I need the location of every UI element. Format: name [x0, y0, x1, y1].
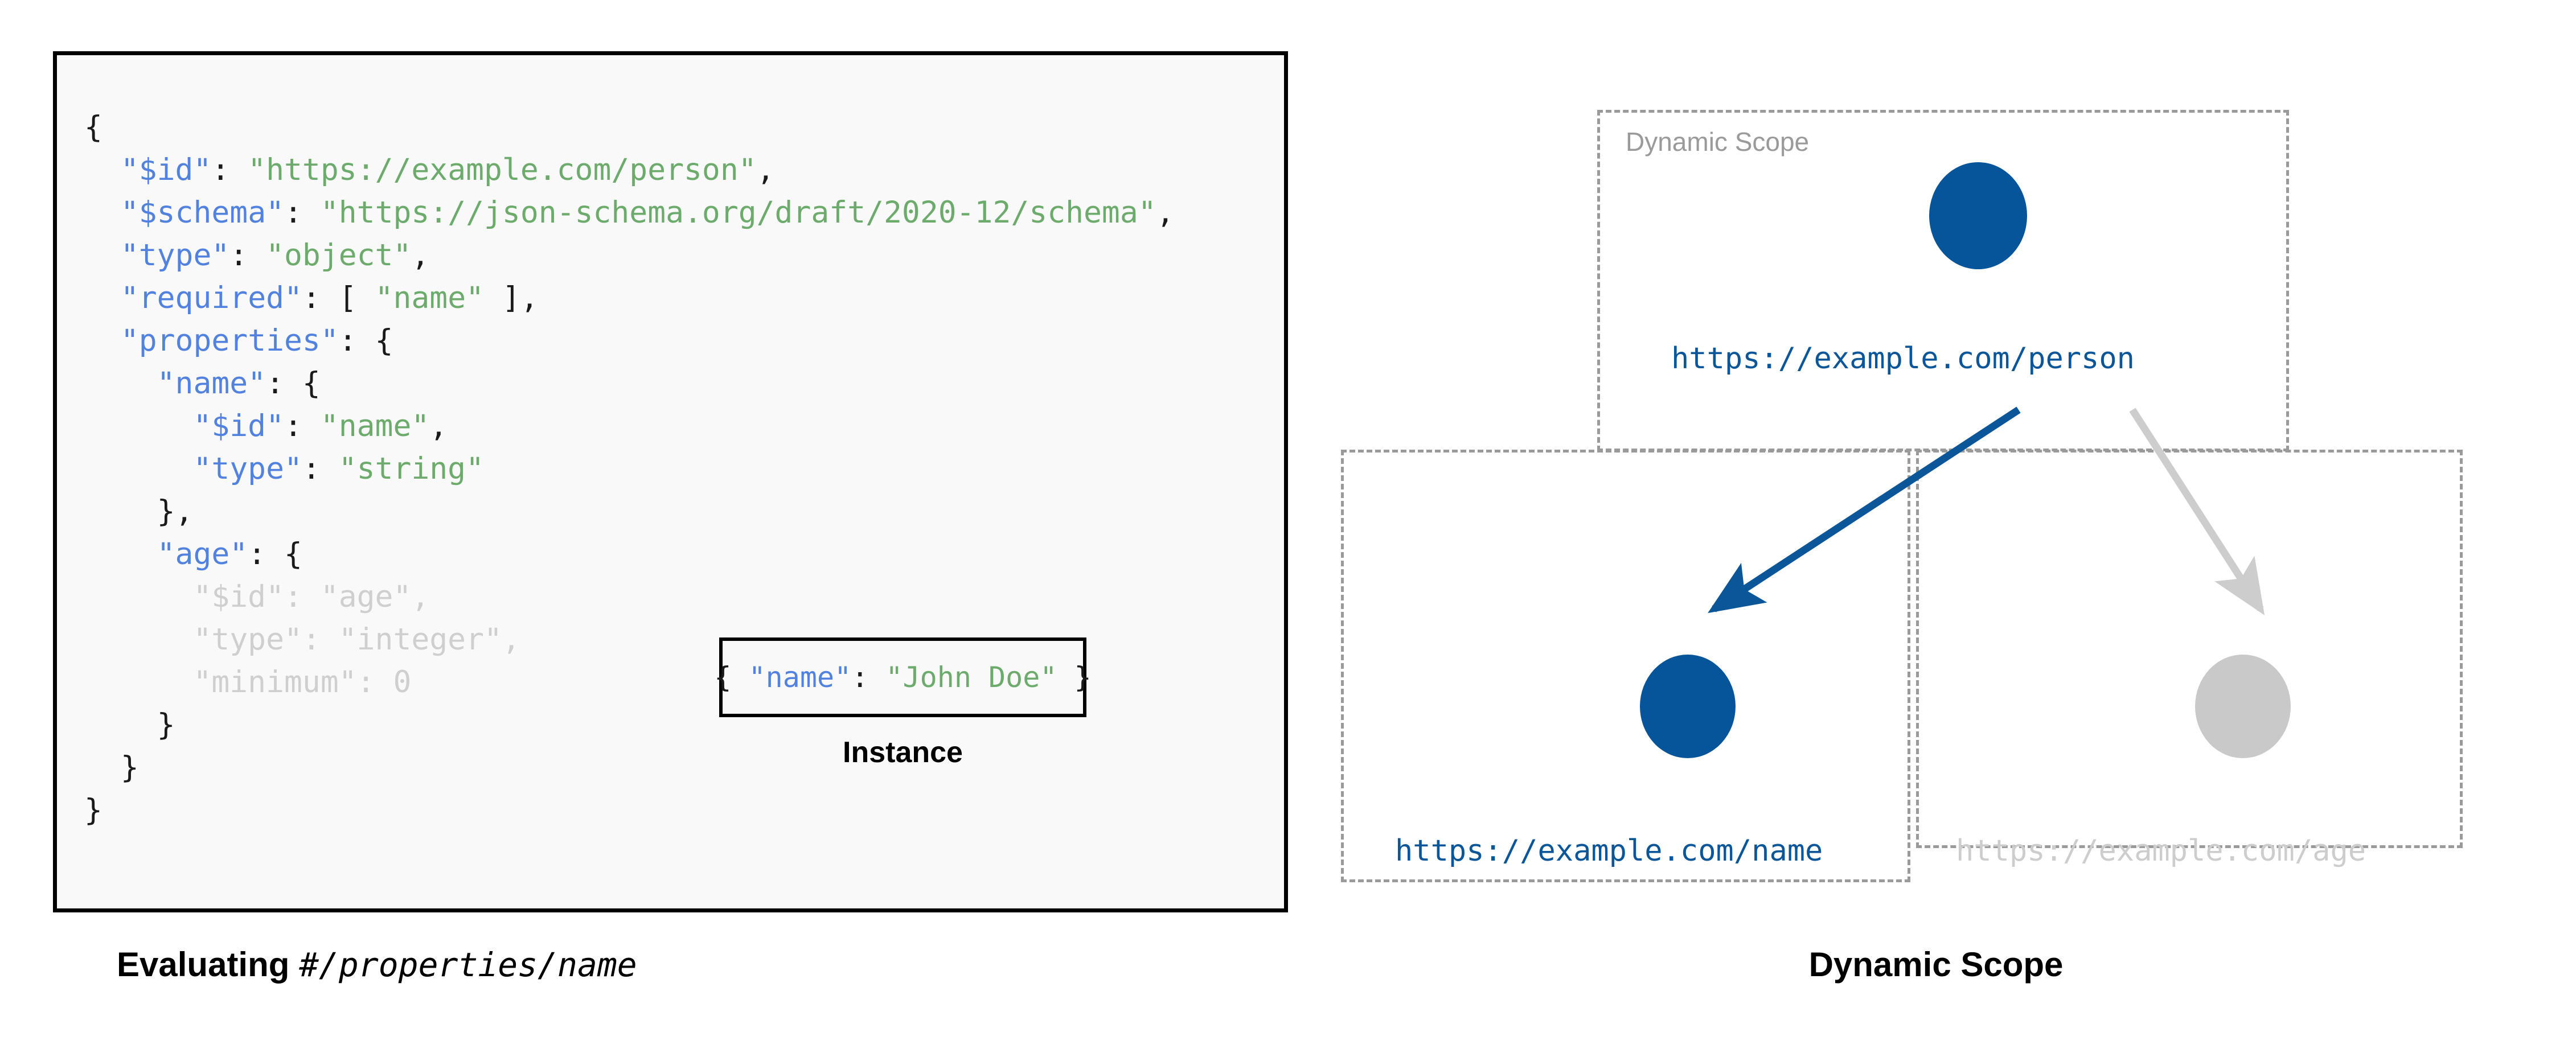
code-token: ,	[411, 238, 430, 273]
dynamic-scope-diagram: Dynamic Scope https://example.com/person…	[1338, 74, 2534, 916]
node-label-name: https://example.com/name	[1395, 834, 1823, 868]
code-token: ,	[1156, 195, 1175, 230]
code-token: : 0	[356, 665, 412, 700]
code-token: :	[229, 238, 266, 273]
node-name[interactable]	[1640, 655, 1736, 758]
code-token: "string"	[338, 451, 485, 486]
code-line: }	[84, 793, 102, 828]
instance-json-code: { "name": "John Doe" }	[714, 661, 1091, 694]
instance-caption: Instance	[843, 736, 963, 769]
code-token: :	[284, 579, 321, 614]
code-line: {	[84, 110, 102, 145]
code-line: }	[84, 750, 139, 785]
instance-token: :	[851, 661, 886, 694]
left-caption-pointer: #/properties/name	[299, 945, 637, 984]
instance-token: {	[714, 661, 749, 694]
code-token: "name"	[157, 366, 266, 401]
code-token: "$id"	[193, 579, 284, 614]
code-line: "properties": {	[84, 323, 393, 358]
edge-person-to-name	[1708, 406, 2021, 614]
code-line: "minimum": 0	[84, 665, 411, 700]
code-token: : {	[248, 537, 302, 571]
scope-root-label: Dynamic Scope	[1626, 127, 1810, 157]
code-token: "type"	[120, 238, 230, 273]
code-token: }	[157, 708, 175, 742]
node-label-person: https://example.com/person	[1671, 342, 2135, 376]
code-token: : [	[302, 281, 375, 315]
code-token: "age"	[157, 537, 248, 571]
scope-box-age	[1916, 450, 2463, 848]
scope-box-name	[1341, 450, 1910, 882]
code-line: }	[84, 708, 175, 742]
code-line: "name": {	[84, 366, 321, 401]
code-token: "integer"	[338, 622, 502, 657]
code-token: :	[284, 409, 321, 443]
code-token: "https://example.com/person"	[248, 153, 757, 187]
code-line: "type": "object",	[84, 238, 429, 273]
code-token: "type"	[193, 451, 302, 486]
code-line: "type": "string"	[84, 451, 484, 486]
node-label-age: https://example.com/age	[1956, 834, 2366, 868]
edge-arrows	[1708, 406, 2265, 615]
code-token: "required"	[120, 281, 302, 315]
code-token: : {	[266, 366, 321, 401]
code-line: "age": {	[84, 537, 302, 571]
schema-code-panel: { "$id": "https://example.com/person", "…	[53, 51, 1288, 912]
code-token: "name"	[375, 281, 485, 315]
code-token: "$id"	[193, 409, 284, 443]
instance-token: "John Doe"	[885, 661, 1057, 694]
edge-person-to-age	[2129, 408, 2265, 615]
code-token: "type"	[193, 622, 302, 657]
code-line: },	[84, 494, 194, 529]
code-token: :	[302, 622, 339, 657]
code-token: "$id"	[120, 153, 212, 187]
code-token: "https://json-schema.org/draft/2020-12/s…	[320, 195, 1156, 230]
code-token: },	[157, 494, 194, 529]
code-token: "object"	[266, 238, 412, 273]
code-token: "name"	[320, 409, 430, 443]
code-token: }	[120, 750, 139, 785]
code-token: "$schema"	[120, 195, 285, 230]
code-line: "$id": "https://example.com/person",	[84, 153, 775, 187]
left-caption-prefix: Evaluating	[117, 945, 300, 984]
code-line: "$schema": "https://json-schema.org/draf…	[84, 195, 1175, 230]
node-person[interactable]	[1929, 162, 2027, 269]
code-token: {	[84, 110, 102, 145]
right-caption: Dynamic Scope	[1808, 945, 2064, 984]
code-token: ,	[411, 579, 430, 614]
schema-json-code: { "$id": "https://example.com/person", "…	[84, 106, 1175, 832]
code-token: : {	[338, 323, 393, 358]
code-token: ],	[484, 281, 539, 315]
instance-box: { "name": "John Doe" }	[714, 637, 1092, 717]
instance-token: }	[1057, 661, 1092, 694]
code-line: "$id": "name",	[84, 409, 448, 443]
code-token: "minimum"	[193, 665, 357, 700]
code-line: "$id": "age",	[84, 579, 429, 614]
code-token: "age"	[320, 579, 412, 614]
node-age[interactable]	[2195, 655, 2291, 758]
instance-token: "name"	[748, 661, 852, 694]
code-token: ,	[429, 409, 448, 443]
code-token: :	[302, 451, 339, 486]
code-token: ,	[756, 153, 775, 187]
code-token: :	[284, 195, 321, 230]
code-token: ,	[502, 622, 520, 657]
code-line: "type": "integer",	[84, 622, 520, 657]
code-token: "properties"	[120, 323, 339, 358]
code-token: :	[211, 153, 248, 187]
left-caption: Evaluating #/properties/name	[117, 945, 637, 984]
code-token: }	[84, 793, 102, 828]
code-line: "required": [ "name" ],	[84, 281, 539, 315]
